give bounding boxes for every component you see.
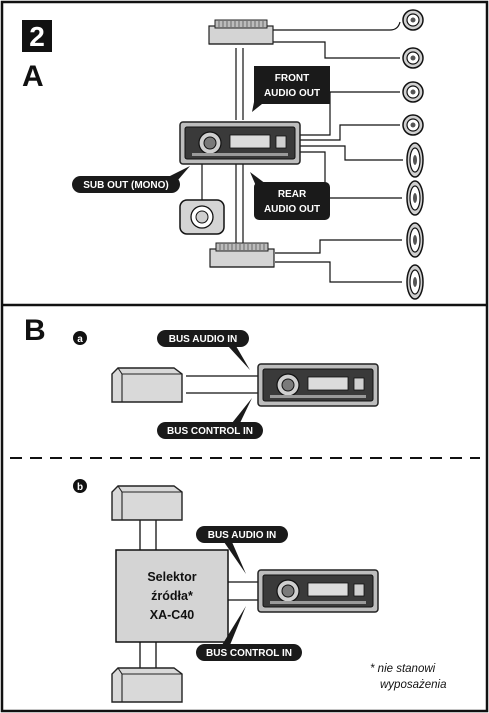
head-unit-b-a bbox=[257, 363, 379, 407]
bus-audio-in-label-b: BUS AUDIO IN bbox=[196, 526, 288, 574]
svg-text:BUS AUDIO IN: BUS AUDIO IN bbox=[208, 530, 277, 541]
marker-b: b bbox=[73, 479, 87, 493]
tweeter-icon bbox=[402, 47, 424, 69]
tweeter-icon bbox=[402, 114, 424, 136]
rear-audio-out-label: REAR AUDIO OUT bbox=[250, 172, 330, 220]
head-unit-a bbox=[179, 121, 301, 165]
svg-text:SUB OUT (MONO): SUB OUT (MONO) bbox=[83, 180, 169, 191]
svg-text:a: a bbox=[77, 334, 83, 345]
subwoofer bbox=[179, 199, 225, 235]
svg-text:AUDIO OUT: AUDIO OUT bbox=[264, 204, 320, 215]
section-a-wiring bbox=[201, 21, 403, 283]
bus-audio-in-label-a: BUS AUDIO IN bbox=[157, 330, 250, 370]
source-selector-box: Selektor źródła* XA-C40 bbox=[115, 549, 229, 643]
marker-a: a bbox=[73, 331, 87, 345]
svg-text:BUS CONTROL IN: BUS CONTROL IN bbox=[206, 648, 292, 659]
tweeter-icon bbox=[402, 9, 424, 31]
woofer-icon bbox=[406, 180, 424, 216]
cd-changer-b-top bbox=[111, 485, 183, 521]
front-audio-out-label: FRONT AUDIO OUT bbox=[252, 66, 330, 112]
bus-cable-a bbox=[186, 375, 258, 394]
woofer-icon bbox=[406, 222, 424, 258]
changer-cables-b bbox=[139, 520, 258, 668]
cd-changer-a bbox=[111, 367, 183, 403]
tweeter-icon bbox=[402, 81, 424, 103]
svg-text:BUS AUDIO IN: BUS AUDIO IN bbox=[169, 334, 238, 345]
svg-text:XA-C40: XA-C40 bbox=[150, 608, 195, 622]
cd-changer-b-bottom bbox=[111, 667, 183, 703]
svg-text:Selektor: Selektor bbox=[147, 570, 196, 584]
bus-control-in-label-b: BUS CONTROL IN bbox=[196, 606, 302, 661]
step-number-box bbox=[22, 20, 52, 52]
svg-text:REAR: REAR bbox=[278, 189, 307, 200]
svg-text:BUS CONTROL IN: BUS CONTROL IN bbox=[167, 426, 253, 437]
svg-text:b: b bbox=[77, 482, 83, 493]
svg-text:FRONT: FRONT bbox=[275, 73, 309, 84]
step-number: 2 bbox=[29, 21, 45, 52]
section-a-letter: A bbox=[22, 60, 44, 93]
woofer-icon bbox=[406, 264, 424, 300]
svg-text:AUDIO OUT: AUDIO OUT bbox=[264, 88, 320, 99]
footnote-line2: wyposażenia bbox=[380, 679, 446, 691]
footnote-line1: * nie stanowi bbox=[370, 663, 436, 675]
bus-control-in-label-a: BUS CONTROL IN bbox=[157, 398, 263, 439]
sub-out-label: SUB OUT (MONO) bbox=[72, 166, 190, 193]
section-b-letter: B bbox=[24, 314, 46, 347]
woofer-icon bbox=[406, 142, 424, 178]
svg-text:źródła*: źródła* bbox=[151, 589, 193, 603]
head-unit-b-b bbox=[257, 569, 379, 613]
rear-amplifier bbox=[209, 242, 275, 268]
front-amplifier bbox=[208, 19, 274, 45]
